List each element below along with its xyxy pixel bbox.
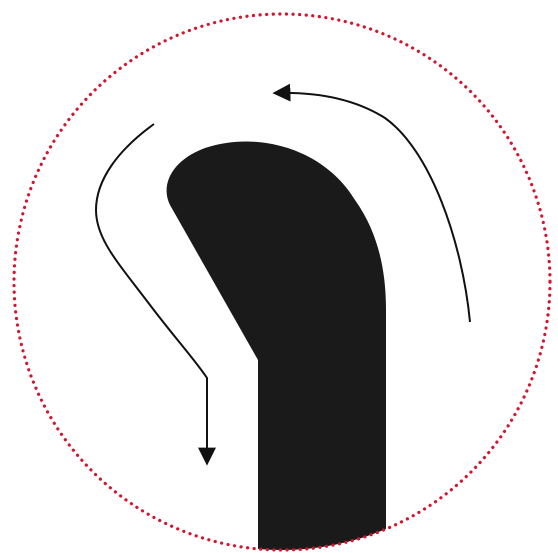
black-curved-shape <box>167 141 386 553</box>
